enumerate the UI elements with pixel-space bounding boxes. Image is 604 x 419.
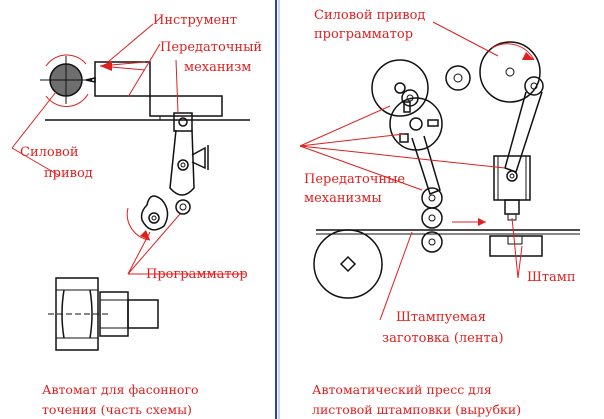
label-stamp: Штамп: [527, 270, 576, 285]
right-mechanism: [299, 21, 580, 321]
rocker-lever: [169, 129, 195, 196]
coil-roll: [313, 229, 383, 299]
label-power-right-1: Силовой привод: [314, 8, 425, 23]
label-transmission-right-2: механизмы: [304, 191, 382, 206]
label-programmer: Программатор: [146, 267, 248, 282]
label-power-left-2: привод: [44, 166, 93, 181]
label-blank-2: заготовка (лента): [382, 331, 504, 346]
caption-left-2: точения (часть схемы): [42, 402, 192, 417]
slide-bed: [149, 95, 223, 117]
caption-right-2: листовой штамповки (вырубки): [312, 402, 521, 417]
label-power-right-2: программатор: [314, 27, 413, 42]
label-transmission-left-1: Передаточный: [160, 40, 262, 55]
label-blank-1: Штампуемая: [396, 310, 486, 325]
label-transmission-right-1: Передаточные: [304, 172, 405, 187]
flywheel-left: [371, 59, 429, 117]
power-wheel: [479, 41, 541, 103]
label-tool: Инструмент: [153, 13, 237, 28]
feed-roller-1: [421, 187, 443, 209]
caption-left-1: Автомат для фасонного: [42, 382, 199, 397]
left-mechanism: [11, 23, 250, 351]
label-transmission-left-2: механизм: [184, 60, 251, 75]
caption-right-1: Автоматический пресс для: [312, 382, 492, 397]
feed-roller-2: [421, 207, 443, 229]
feed-roller-3: [421, 231, 443, 253]
slotted-disc: [389, 97, 443, 151]
cam-programmer: [140, 195, 169, 231]
part-drawing: [48, 277, 159, 351]
label-power-left-1: Силовой: [20, 145, 79, 160]
